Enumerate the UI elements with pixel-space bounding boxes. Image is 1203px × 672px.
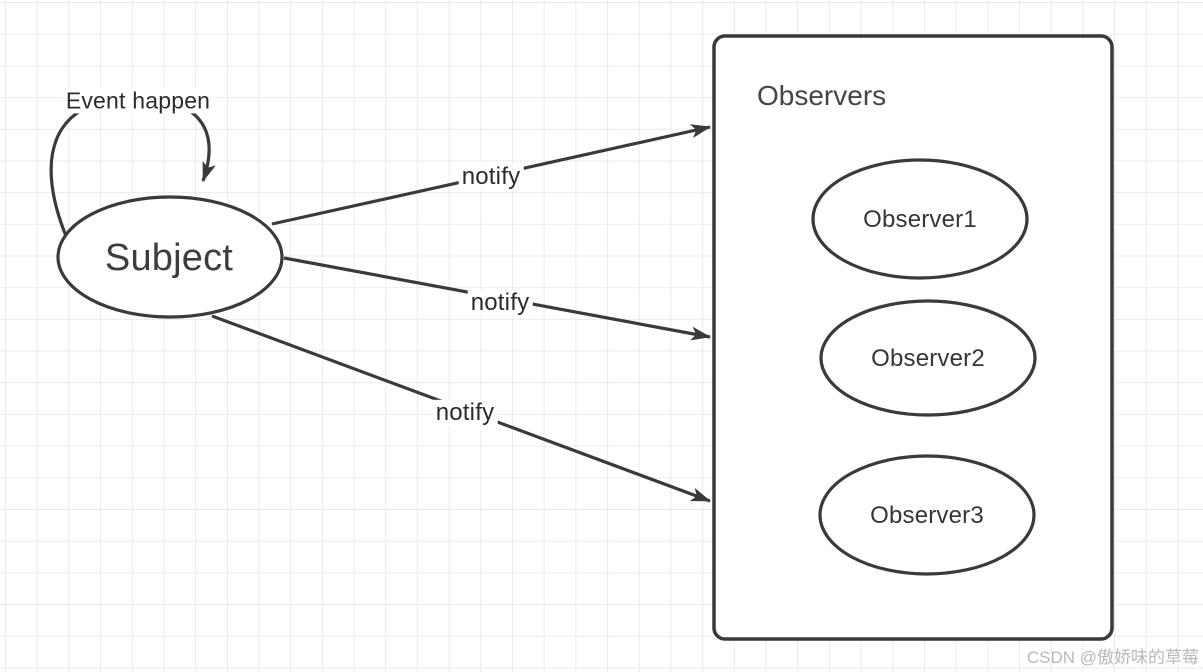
notify-label-2: notify xyxy=(467,289,533,317)
notify-label-3: notify xyxy=(432,399,498,427)
self-loop-label: Event happen xyxy=(62,88,214,114)
observer1-ellipse xyxy=(811,158,1029,280)
observer3-ellipse xyxy=(818,454,1036,576)
observer2-label: Observer2 xyxy=(871,344,985,372)
observers-group-title: Observers xyxy=(757,80,887,111)
observer2-ellipse xyxy=(819,299,1037,417)
observer3-label: Observer3 xyxy=(870,501,984,529)
csdn-watermark: CSDN @傲娇味的草莓 xyxy=(1026,648,1199,667)
notify-label-1: notify xyxy=(458,163,524,191)
subject-label: Subject xyxy=(104,237,234,280)
subject-ellipse xyxy=(56,195,284,319)
observer1-label: Observer1 xyxy=(863,205,977,233)
